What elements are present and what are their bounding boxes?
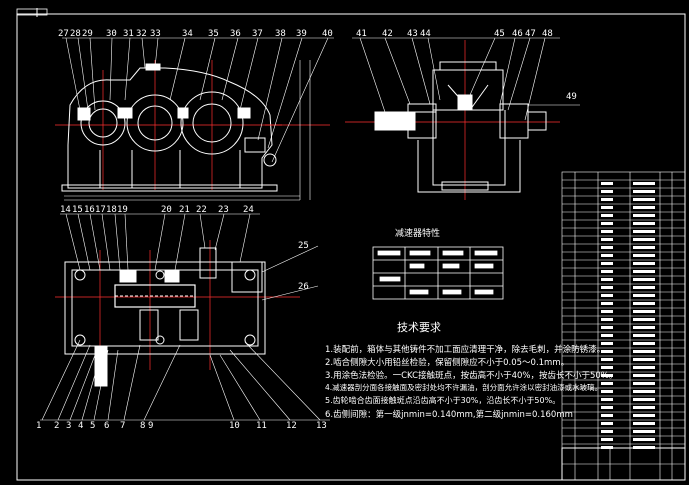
part-number-label: 5: [90, 421, 95, 431]
part-number-label: 33: [150, 29, 161, 39]
spec-table: [372, 246, 504, 300]
part-number-label: 38: [275, 29, 286, 39]
part-number-label: 41: [356, 29, 367, 39]
part-number-label: 21: [179, 205, 190, 215]
part-number-label: 45: [494, 29, 505, 39]
part-number-label: 46: [512, 29, 523, 39]
part-number-label: 32: [136, 29, 147, 39]
part-number-label: 15: [72, 205, 83, 215]
part-number-label: 6: [104, 421, 109, 431]
leaders-top-left: [62, 37, 334, 163]
part-number-label: 23: [218, 205, 229, 215]
part-number-label: 47: [525, 29, 536, 39]
part-number-label: 8: [140, 421, 145, 431]
leaders-plan-view: [40, 213, 330, 421]
requirement-6: 6.齿侧间隙：第一级jnmin=0.140mm,第二级jnmin=0.160mm: [325, 410, 573, 420]
front-view: [55, 60, 330, 201]
part-number-label: 44: [420, 29, 431, 39]
part-number-26: 26: [298, 282, 309, 292]
part-number-label: 35: [208, 29, 219, 39]
part-number-label: 20: [161, 205, 172, 215]
part-number-label: 24: [243, 205, 254, 215]
frame-corner-box: [16, 8, 48, 16]
part-number-label: 7: [120, 421, 125, 431]
part-number-label: 17: [95, 205, 106, 215]
requirement-5: 5.齿轮啮合齿面接触斑点沿齿高不小于30%，沿齿长不小于50%。: [325, 396, 561, 405]
part-number-label: 19: [117, 205, 128, 215]
part-number-label: 28: [70, 29, 81, 39]
part-number-label: 48: [542, 29, 553, 39]
part-number-label: 3: [66, 421, 71, 431]
part-number-label: 13: [316, 421, 327, 431]
part-number-label: 14: [60, 205, 71, 215]
tech-requirements-title: 技术要求: [397, 321, 441, 334]
part-number-label: 27: [58, 29, 69, 39]
part-number-label: 22: [196, 205, 207, 215]
part-number-label: 30: [106, 29, 117, 39]
side-view: [345, 40, 560, 200]
leaders-top-right: [352, 37, 580, 121]
part-number-label: 2: [54, 421, 59, 431]
part-number-label: 16: [84, 205, 95, 215]
part-number-25: 25: [298, 241, 309, 251]
parts-list: [561, 171, 686, 481]
part-number-label: 1: [36, 421, 41, 431]
part-number-label: 10: [229, 421, 240, 431]
part-number-label: 37: [252, 29, 263, 39]
part-number-label: 12: [286, 421, 297, 431]
part-number-label: 9: [148, 421, 153, 431]
part-number-label: 36: [230, 29, 241, 39]
part-number-label: 43: [407, 29, 418, 39]
requirement-4: 4.减速器剖分面各接触面及密封处均不许漏油，剖分面允许涂以密封油漆或水玻璃。: [325, 383, 603, 392]
plan-view: [55, 240, 300, 387]
part-number-label: 11: [256, 421, 267, 431]
requirement-2: 2.啮合侧隙大小用铅丝检验，保留侧隙应不小于0.05～0.1mm。: [325, 358, 570, 368]
part-number-label: 39: [296, 29, 307, 39]
part-number-label: 31: [123, 29, 134, 39]
part-number-label: 34: [182, 29, 193, 39]
part-number-label: 40: [322, 29, 333, 39]
part-number-label: 4: [78, 421, 83, 431]
spec-table-title: 减速器特性: [395, 229, 441, 239]
part-number-49: 49: [566, 92, 577, 102]
part-number-label: 42: [382, 29, 393, 39]
requirement-1: 1.装配前，箱体与其他铸件不加工面应清理干净，除去毛刺，并涂防锈漆。: [325, 345, 606, 355]
part-number-label: 29: [82, 29, 93, 39]
requirement-3: 3.用涂色法检验。一CKC接触斑点，按齿高不小于40%，按齿长不小于50%。: [325, 371, 618, 381]
part-number-label: 18: [106, 205, 117, 215]
